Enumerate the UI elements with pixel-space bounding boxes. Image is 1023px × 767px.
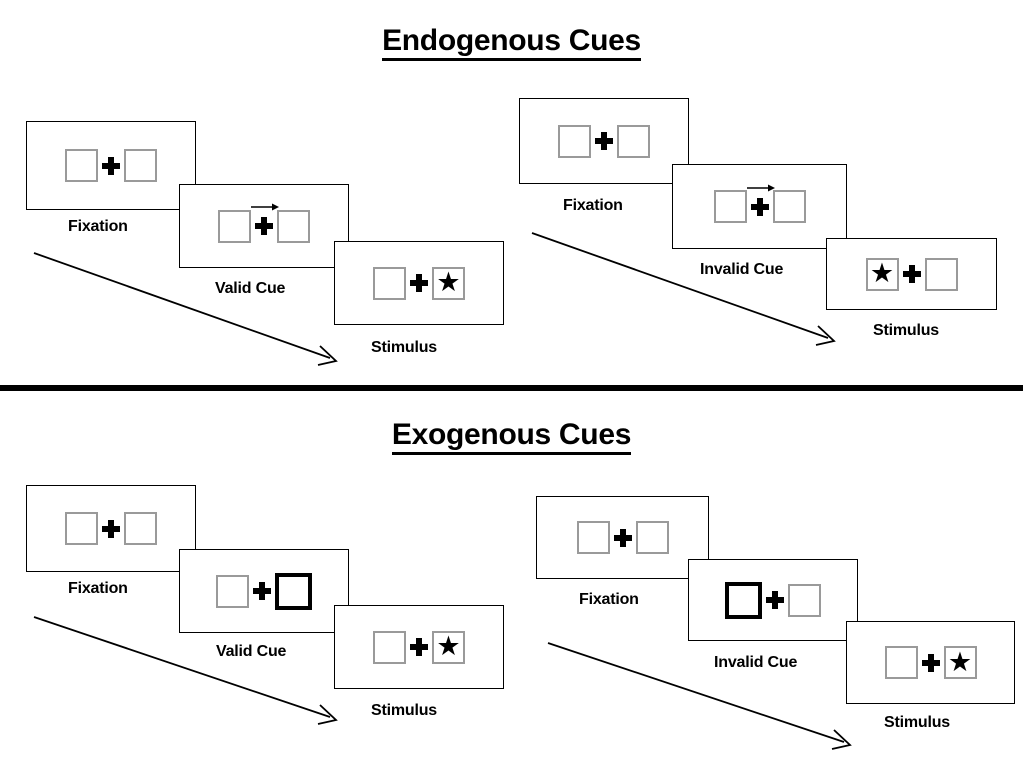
stage-label-endogenous-invalid-stimulus: Stimulus — [873, 322, 939, 339]
placeholder-box-right-cued — [275, 572, 312, 610]
fixation-cross-icon — [762, 587, 788, 613]
placeholder-box-left — [65, 512, 98, 545]
star-target-icon: ★ — [869, 257, 895, 288]
stage-label-exogenous-invalid-cue: Invalid Cue — [714, 654, 798, 671]
placeholder-box-left — [558, 124, 591, 158]
fixation-cross-icon — [899, 261, 925, 287]
stage-label-endogenous-valid-stimulus: Stimulus — [371, 339, 437, 356]
section-divider — [0, 385, 1023, 391]
stage-label-exogenous-invalid-stimulus: Stimulus — [884, 714, 950, 731]
fixation-cross-icon — [98, 153, 124, 179]
panel-exogenous-valid-stimulus: ★ — [334, 605, 504, 689]
placeholder-box-right-with-target: ★ — [943, 646, 977, 679]
flow-arrow-exogenous-invalid — [547, 642, 852, 750]
placeholder-box-left — [713, 190, 747, 223]
fixation-cross-icon — [746, 184, 775, 220]
panel-endogenous-valid-fixation — [26, 121, 196, 210]
placeholder-box-left — [218, 209, 251, 243]
stage-label-exogenous-valid-stimulus: Stimulus — [371, 702, 437, 719]
panel-endogenous-invalid-cue — [672, 164, 847, 249]
section-title-exogenous: Exogenous Cues — [0, 418, 1023, 455]
fixation-cross-icon — [591, 128, 617, 154]
panel-endogenous-invalid-stimulus: ★ — [826, 238, 997, 310]
stage-label-exogenous-invalid-fixation: Fixation — [579, 591, 639, 608]
panel-content: ★ — [827, 239, 996, 309]
placeholder-box-left — [216, 574, 249, 608]
stage-label-endogenous-invalid-cue: Invalid Cue — [700, 261, 784, 278]
panel-content — [673, 165, 846, 248]
section-title-endogenous: Endogenous Cues — [0, 24, 1023, 61]
fixation-cross-icon — [251, 203, 279, 239]
panel-content: ★ — [335, 242, 503, 324]
panel-content — [689, 560, 857, 640]
stage-label-endogenous-valid-fixation: Fixation — [68, 218, 128, 235]
panel-exogenous-invalid-stimulus: ★ — [846, 621, 1015, 704]
arrow-right-icon — [251, 203, 279, 211]
placeholder-box-right — [277, 209, 310, 243]
panel-exogenous-valid-fixation — [26, 485, 196, 572]
placeholder-box-right — [788, 583, 821, 617]
section-title-exogenous-text: Exogenous Cues — [391, 418, 631, 455]
star-target-icon: ★ — [436, 266, 461, 297]
placeholder-box-right-with-target: ★ — [432, 266, 465, 300]
placeholder-box-left — [65, 149, 98, 182]
fixation-cross-icon — [610, 525, 636, 551]
fixation-cross-icon — [406, 634, 432, 660]
panel-exogenous-invalid-fixation — [536, 496, 709, 579]
star-target-icon: ★ — [436, 630, 461, 661]
stage-label-endogenous-invalid-fixation: Fixation — [563, 197, 623, 214]
placeholder-box-right — [924, 257, 958, 291]
arrow-right-icon — [746, 184, 775, 191]
placeholder-box-right — [772, 190, 806, 223]
placeholder-box-left — [373, 630, 406, 664]
panel-exogenous-invalid-cue — [688, 559, 858, 641]
panel-content — [27, 486, 195, 571]
placeholder-box-right — [124, 149, 157, 182]
panel-content: ★ — [847, 622, 1014, 703]
panel-content: ★ — [335, 606, 503, 688]
panel-content — [180, 550, 348, 632]
fixation-cross-icon — [98, 516, 124, 542]
placeholder-box-right-with-target: ★ — [432, 630, 465, 664]
placeholder-box-left-cued — [725, 581, 762, 619]
panel-endogenous-valid-cue — [179, 184, 349, 268]
flow-arrow-endogenous-valid — [33, 252, 338, 366]
panel-exogenous-valid-cue — [179, 549, 349, 633]
fixation-cross-icon — [918, 650, 944, 676]
panel-content — [27, 122, 195, 209]
panel-content — [537, 497, 708, 578]
star-target-icon: ★ — [947, 646, 973, 677]
placeholder-box-left-with-target: ★ — [865, 257, 899, 291]
stage-label-exogenous-valid-fixation: Fixation — [68, 580, 128, 597]
flow-arrow-endogenous-invalid — [531, 232, 836, 346]
placeholder-box-right — [617, 124, 650, 158]
placeholder-box-left — [373, 266, 406, 300]
placeholder-box-right — [635, 521, 669, 554]
stage-label-exogenous-valid-cue: Valid Cue — [216, 643, 287, 660]
flow-arrow-exogenous-valid — [33, 616, 338, 725]
panel-endogenous-valid-stimulus: ★ — [334, 241, 504, 325]
placeholder-box-right — [124, 512, 157, 545]
fixation-cross-icon — [249, 578, 275, 604]
fixation-cross-icon — [406, 270, 432, 296]
section-title-endogenous-text: Endogenous Cues — [382, 24, 641, 61]
panel-content — [520, 99, 688, 183]
placeholder-box-left — [576, 521, 610, 554]
placeholder-box-left — [884, 646, 918, 679]
stage-label-endogenous-valid-cue: Valid Cue — [215, 280, 286, 297]
panel-endogenous-invalid-fixation — [519, 98, 689, 184]
